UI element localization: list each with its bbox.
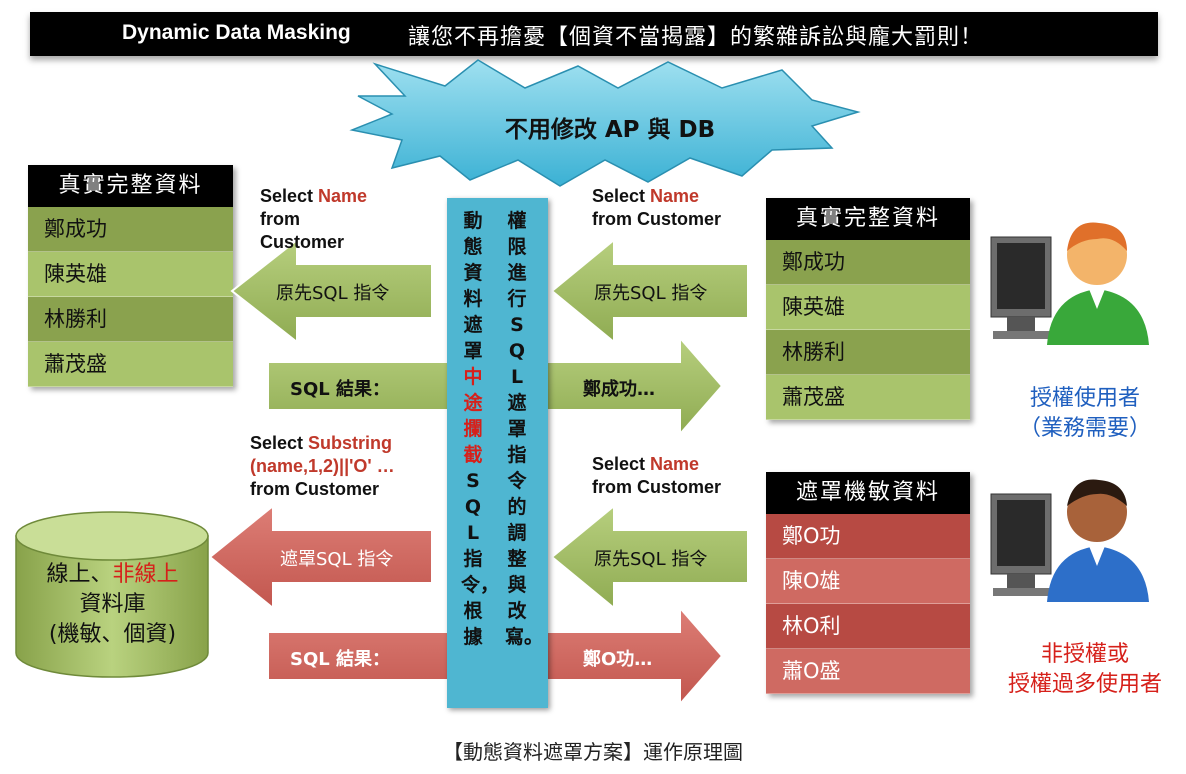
arrow-label: 原先SQL 指令 — [594, 283, 708, 304]
unauthorized-user-computer-icon — [990, 479, 1149, 602]
database-cylinder-icon — [15, 511, 209, 678]
table-title: 遮罩機敏資料 — [766, 472, 970, 514]
arrow-label: SQL 結果： — [290, 649, 391, 670]
right-masked-data-table: 遮罩機敏資料 鄭O功 陳O雄 林O利 蕭O盛 — [766, 472, 970, 694]
arrow-label: 原先SQL 指令 — [594, 549, 708, 570]
sql-label-left-mid: Select Substring (name,1,2)||'O' … from … — [250, 433, 395, 499]
authorized-user-label: 授權使用者 （業務需要） — [1018, 386, 1151, 441]
table-row: 林O利 — [766, 604, 970, 649]
sql-label-right-top: Select Name from Customer — [592, 186, 722, 229]
center-text-left: 動態資料遮罩中途攔截SQL指令，根據 — [461, 210, 500, 648]
banner-chinese-title: 讓您不再擔憂【個資不當揭露】的繁雜訴訟與龐大罰則！ — [408, 25, 984, 50]
banner-english-title: Dynamic Data Masking — [122, 21, 351, 44]
right-real-data-table: 真實完整資料 鄭成功 陳英雄 林勝利 蕭茂盛 — [766, 198, 970, 420]
left-arrow-original-sql — [230, 237, 433, 345]
table-row: 陳英雄 — [766, 285, 970, 330]
table-row: 陳O雄 — [766, 559, 970, 604]
right-arrow-original-sql-top — [550, 237, 749, 345]
left-arrow-masked-sql — [208, 503, 433, 611]
table-title: 真實完整資料 — [766, 198, 970, 240]
authorized-user-computer-icon — [990, 222, 1149, 345]
arrow-label: 鄭O功… — [583, 649, 653, 670]
center-explanation-column: 動態資料遮罩中途攔截SQL指令，根據 權限進行SQL遮罩指令的調整與改寫。 — [447, 198, 548, 708]
unauthorized-user-label: 非授權或 授權過多使用者 — [1007, 642, 1162, 697]
arrow-label: 遮罩SQL 指令 — [280, 549, 394, 570]
table-row: 鄭成功 — [766, 240, 970, 285]
table-row: 蕭茂盛 — [766, 375, 970, 420]
arrow-label: SQL 結果： — [290, 379, 391, 400]
table-row: 陳英雄 — [28, 252, 233, 297]
table-row: 鄭成功 — [28, 207, 233, 252]
sql-label-left-top: Select Name from Customer — [260, 186, 368, 252]
left-real-data-table: 真實完整資料 鄭成功 陳英雄 林勝利 蕭茂盛 — [28, 165, 233, 387]
sql-label-right-mid: Select Name from Customer — [592, 454, 722, 497]
table-title: 真實完整資料 — [28, 165, 233, 207]
table-row: 蕭茂盛 — [28, 342, 233, 387]
database-label: 線上、非線上 資料庫 (機敏、個資) — [46, 562, 179, 647]
figure-caption: 【動態資料遮罩方案】運作原理圖 — [443, 740, 743, 764]
header-banner: Dynamic Data Masking 讓您不再擔憂【個資不當揭露】的繁雜訴訟… — [30, 12, 1158, 56]
arrow-label: 鄭成功… — [583, 379, 655, 400]
table-row: 林勝利 — [28, 297, 233, 342]
table-row: 蕭O盛 — [766, 649, 970, 694]
table-row: 林勝利 — [766, 330, 970, 375]
right-arrow-original-sql-bottom — [550, 503, 749, 611]
arrow-label: 原先SQL 指令 — [276, 283, 390, 304]
starburst-label: 不用修改 AP 與 DB — [504, 117, 716, 143]
center-text-right: 權限進行SQL遮罩指令的調整與改寫。 — [505, 210, 544, 648]
table-row: 鄭O功 — [766, 514, 970, 559]
